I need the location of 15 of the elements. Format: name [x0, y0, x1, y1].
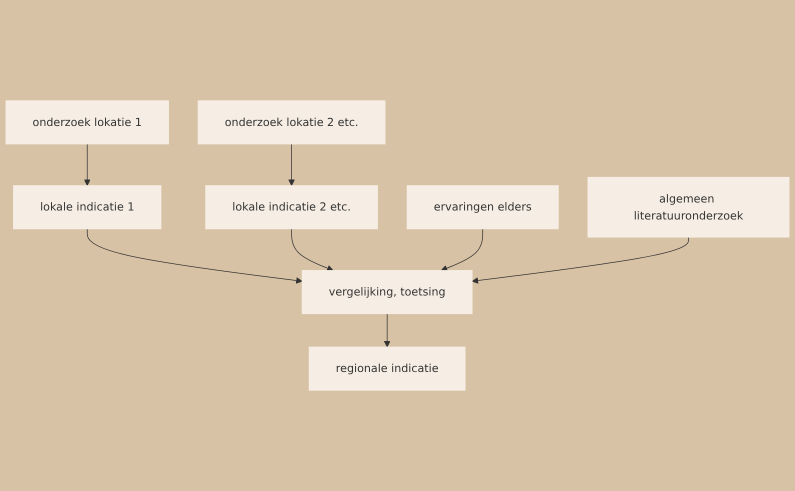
node-box: algemeen literatuuronderzoek — [588, 176, 790, 238]
arrow — [440, 228, 484, 272]
node-box: vergelijking, toetsing — [302, 270, 473, 314]
node-box: ervaringen elders — [406, 185, 559, 230]
arrow — [86, 228, 302, 284]
node-box: onderzoek lokatie 2 etc. — [198, 100, 386, 144]
arrow — [384, 313, 390, 348]
node-box: lokale indicatie 2 etc. — [205, 185, 378, 230]
arrow — [288, 144, 295, 186]
arrow — [472, 236, 689, 284]
arrow — [291, 228, 334, 272]
node-box: regionale indicatie — [308, 346, 466, 391]
arrow — [84, 144, 90, 186]
node-box: onderzoek lokatie 1 — [6, 100, 169, 144]
node-box: lokale indicatie 1 — [13, 185, 162, 230]
